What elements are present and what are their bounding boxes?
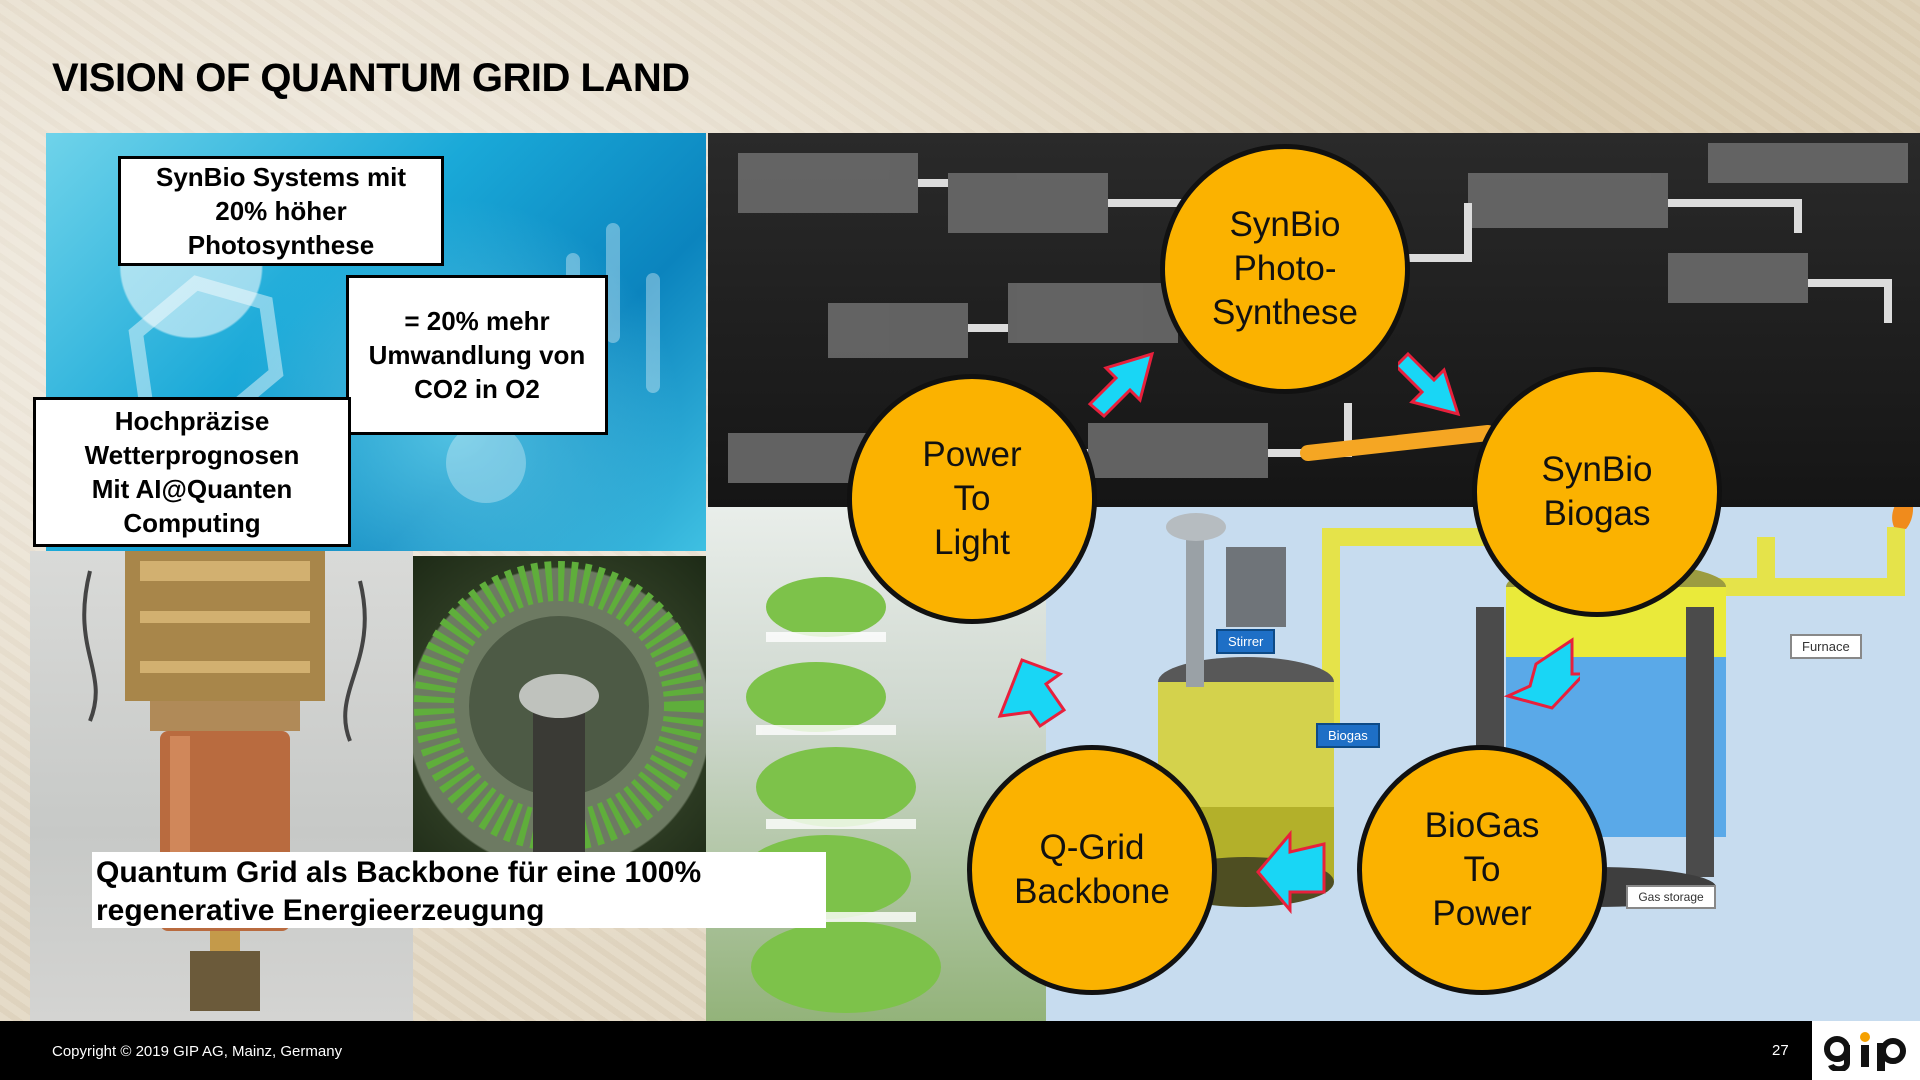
cycle-arrow-power-to-grid <box>1256 830 1326 914</box>
node-label-line: Backbone <box>1014 872 1170 911</box>
node-label-line: To <box>953 479 991 518</box>
diagram-label-gas-storage: Gas storage <box>1626 885 1716 909</box>
quantum-chandelier-graphic <box>82 551 367 1011</box>
cycle-node-qgrid-backbone: Q-Grid Backbone <box>967 745 1217 995</box>
cycle-node-biogas-to-power: BioGas To Power <box>1357 745 1607 995</box>
caption-line: regenerative Energieerzeugung <box>96 894 545 927</box>
node-label-line: Biogas <box>1543 494 1651 533</box>
page-number: 27 <box>1772 1042 1789 1059</box>
callout-line: Wetterprognosen <box>84 440 300 470</box>
callout-line: CO2 in O2 <box>414 374 540 404</box>
cycle-arrow-photo-to-biogas <box>1398 351 1461 416</box>
callout-line: = 20% mehr <box>404 306 550 336</box>
copyright-text: Copyright © 2019 GIP AG, Mainz, Germany <box>52 1043 343 1060</box>
node-label-line: Power <box>1432 894 1532 933</box>
backbone-caption: Quantum Grid als Backbone für eine 100% … <box>92 852 826 928</box>
node-label-line: Photo- <box>1233 249 1337 288</box>
callout-line: Mit AI@Quanten <box>91 474 293 504</box>
callout-line: Computing <box>123 508 261 538</box>
quantum-computer-photo <box>30 551 413 1021</box>
decor-tube <box>646 273 660 393</box>
node-label-line: Synthese <box>1212 293 1358 332</box>
cycle-node-synbio-photosynthese: SynBio Photo- Synthese <box>1160 144 1410 394</box>
callout-line: Photosynthese <box>187 230 375 260</box>
callout-line: Umwandlung von <box>368 340 586 370</box>
callout-line: SynBio Systems mit <box>156 162 406 192</box>
node-label-line: Light <box>934 523 1010 562</box>
node-label-line: BioGas <box>1424 806 1540 845</box>
cycle-arrow-grid-to-light <box>997 658 1067 729</box>
cycle-node-synbio-biogas: SynBio Biogas <box>1472 367 1722 617</box>
callout-co2-conversion: = 20% mehr Umwandlung von CO2 in O2 <box>346 275 608 435</box>
diagram-label-furnace: Furnace <box>1790 634 1862 659</box>
caption-line: Quantum Grid als Backbone für eine 100% <box>96 856 702 889</box>
callout-synbio-systems: SynBio Systems mit 20% höher Photosynthe… <box>118 156 444 266</box>
farm-ring-graphic <box>414 561 704 852</box>
footer-bar <box>0 1021 1812 1080</box>
callout-line: 20% höher <box>215 196 347 226</box>
node-label-line: Power <box>922 435 1022 474</box>
slide-title: VISION OF QUANTUM GRID LAND <box>52 56 690 100</box>
vertical-farm-ring-photo <box>413 556 706 852</box>
cycle-arrow-light-to-photo <box>1087 351 1155 419</box>
node-label-line: To <box>1463 850 1501 889</box>
cycle-arrow-biogas-to-power <box>1503 637 1580 710</box>
callout-weather-forecast: Hochpräzise Wetterprognosen Mit AI@Quant… <box>33 397 351 547</box>
node-label-line: SynBio <box>1541 450 1653 489</box>
decor-tube <box>606 223 620 343</box>
diagram-label-stirrer: Stirrer <box>1216 629 1276 654</box>
gip-logo-mark <box>1824 1031 1906 1071</box>
node-label-line: Q-Grid <box>1039 828 1145 867</box>
gip-logo <box>1812 1021 1920 1080</box>
diagram-label-biogas: Biogas <box>1316 723 1380 748</box>
node-label-line: SynBio <box>1229 205 1341 244</box>
cycle-node-power-to-light: Power To Light <box>847 374 1097 624</box>
callout-line: Hochpräzise <box>114 406 270 436</box>
